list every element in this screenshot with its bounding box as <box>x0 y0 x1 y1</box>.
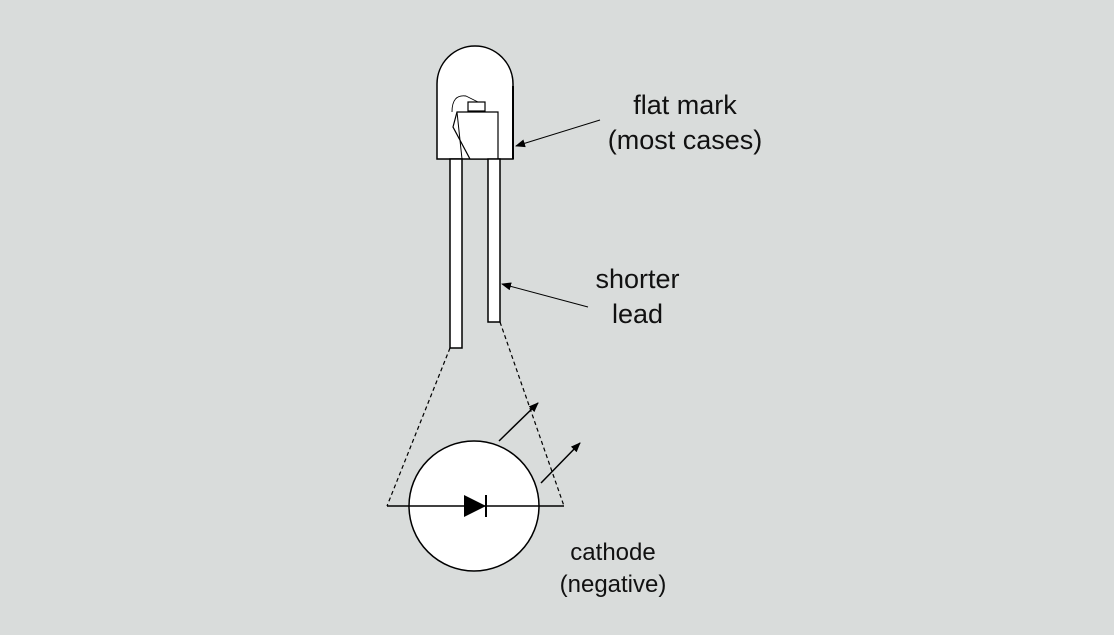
shorter-lead-arrow <box>501 282 589 308</box>
shorter-lead-label-line1: shorter <box>595 264 680 294</box>
led-bond-wire <box>451 95 479 113</box>
led-post <box>467 101 486 112</box>
shorter-lead-label-line2: lead <box>611 299 664 330</box>
cathode-label: cathode (negative) <box>540 537 686 602</box>
cathode-lead <box>487 158 501 323</box>
anode-lead <box>449 158 463 349</box>
emission-arrow-1 <box>498 402 539 442</box>
flat-mark-arrow <box>515 119 601 148</box>
emission-arrow-2 <box>540 442 581 484</box>
led-cup-edge <box>456 111 463 160</box>
flat-mark-label: flat mark (most cases) <box>590 88 780 158</box>
flat-mark-label-line1: flat mark <box>633 90 737 120</box>
cathode-label-line1: cathode <box>570 539 656 566</box>
projection-line-left <box>386 347 451 507</box>
diode-triangle <box>464 495 486 517</box>
projection-line-right <box>499 321 565 507</box>
cathode-label-line2: (negative) <box>559 571 667 599</box>
led-anvil <box>452 111 499 160</box>
flat-mark-label-line2: (most cases) <box>607 125 763 156</box>
shorter-lead-label: shorter lead <box>575 262 700 332</box>
